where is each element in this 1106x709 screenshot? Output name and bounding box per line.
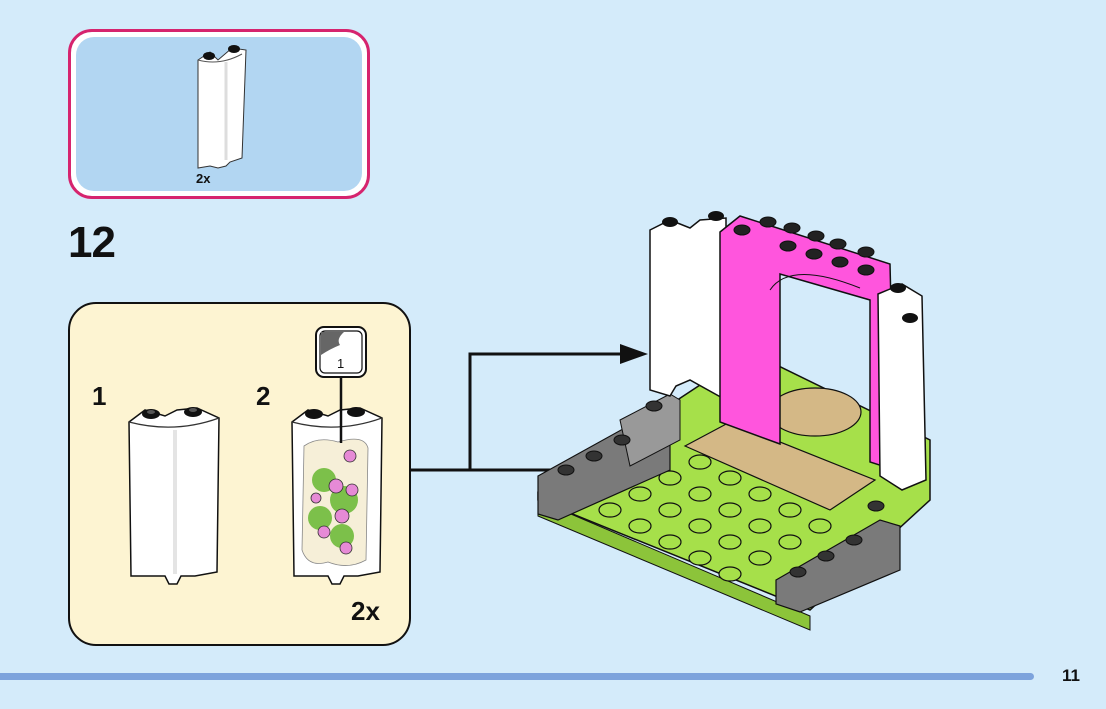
page-number: 11 (1062, 666, 1080, 685)
sub-assembly-quantity: 2x (351, 596, 380, 626)
white-panel-left (649, 217, 727, 402)
sub-step-number-2: 2 (256, 381, 271, 411)
pink-arch-studs (733, 216, 875, 276)
tan-tile (683, 421, 877, 511)
arrow-head-upper (620, 344, 648, 364)
parts-panel-icon (197, 45, 247, 169)
gray-brick-right (775, 519, 901, 613)
plain-panel-icon (128, 407, 220, 585)
sticker-number: 1 (337, 356, 345, 371)
main-model-illustration (537, 211, 931, 631)
footer-bar (0, 673, 1034, 680)
white-panel-right (877, 283, 927, 491)
rose-sticker-pattern (308, 449, 359, 555)
sticker-callout (315, 326, 367, 443)
sub-step-number-1: 1 (92, 381, 107, 411)
step-number: 12 (68, 218, 116, 267)
base-studs (598, 454, 832, 582)
rose-panel-icon (291, 407, 383, 585)
sticker-peel-icon (321, 332, 344, 355)
parts-quantity: 2x (196, 171, 211, 186)
